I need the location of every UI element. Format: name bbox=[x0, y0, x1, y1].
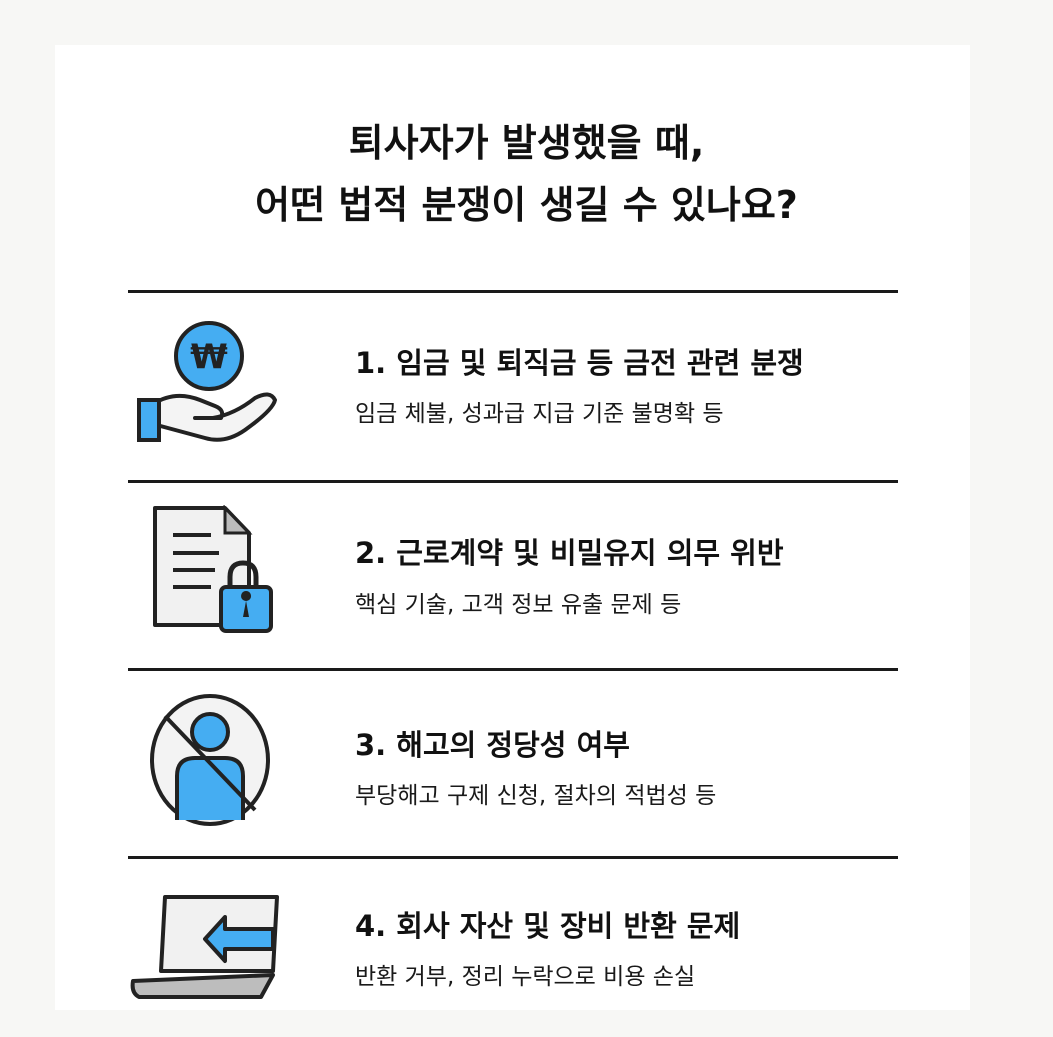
item-description: 핵심 기술, 고객 정보 유출 문제 등 bbox=[355, 592, 682, 618]
document-lock-icon bbox=[153, 505, 273, 633]
prohibited-person-icon bbox=[150, 694, 270, 826]
title-line-1: 퇴사자가 발생했을 때, bbox=[348, 121, 705, 165]
item-heading: 3. 해고의 정당성 여부 bbox=[355, 728, 630, 762]
divider bbox=[128, 290, 898, 293]
hand-coin-icon: ₩ bbox=[137, 321, 277, 442]
item-description: 반환 거부, 정리 누락으로 비용 손실 bbox=[355, 964, 696, 990]
divider bbox=[128, 668, 898, 671]
item-heading: 2. 근로계약 및 비밀유지 의무 위반 bbox=[355, 536, 784, 570]
item-description: 임금 체불, 성과급 지급 기준 불명확 등 bbox=[355, 401, 724, 427]
item-heading: 4. 회사 자산 및 장비 반환 문제 bbox=[355, 909, 741, 943]
svg-text:₩: ₩ bbox=[190, 337, 228, 377]
divider bbox=[128, 480, 898, 483]
page-title: 퇴사자가 발생했을 때, 어떤 법적 분쟁이 생길 수 있나요? bbox=[0, 112, 1053, 236]
laptop-return-icon bbox=[130, 895, 279, 999]
item-description: 부당해고 구제 신청, 절차의 적법성 등 bbox=[355, 783, 717, 809]
divider bbox=[128, 856, 898, 859]
item-heading: 1. 임금 및 퇴직금 등 금전 관련 분쟁 bbox=[355, 346, 804, 380]
title-line-2: 어떤 법적 분쟁이 생길 수 있나요? bbox=[255, 183, 798, 227]
